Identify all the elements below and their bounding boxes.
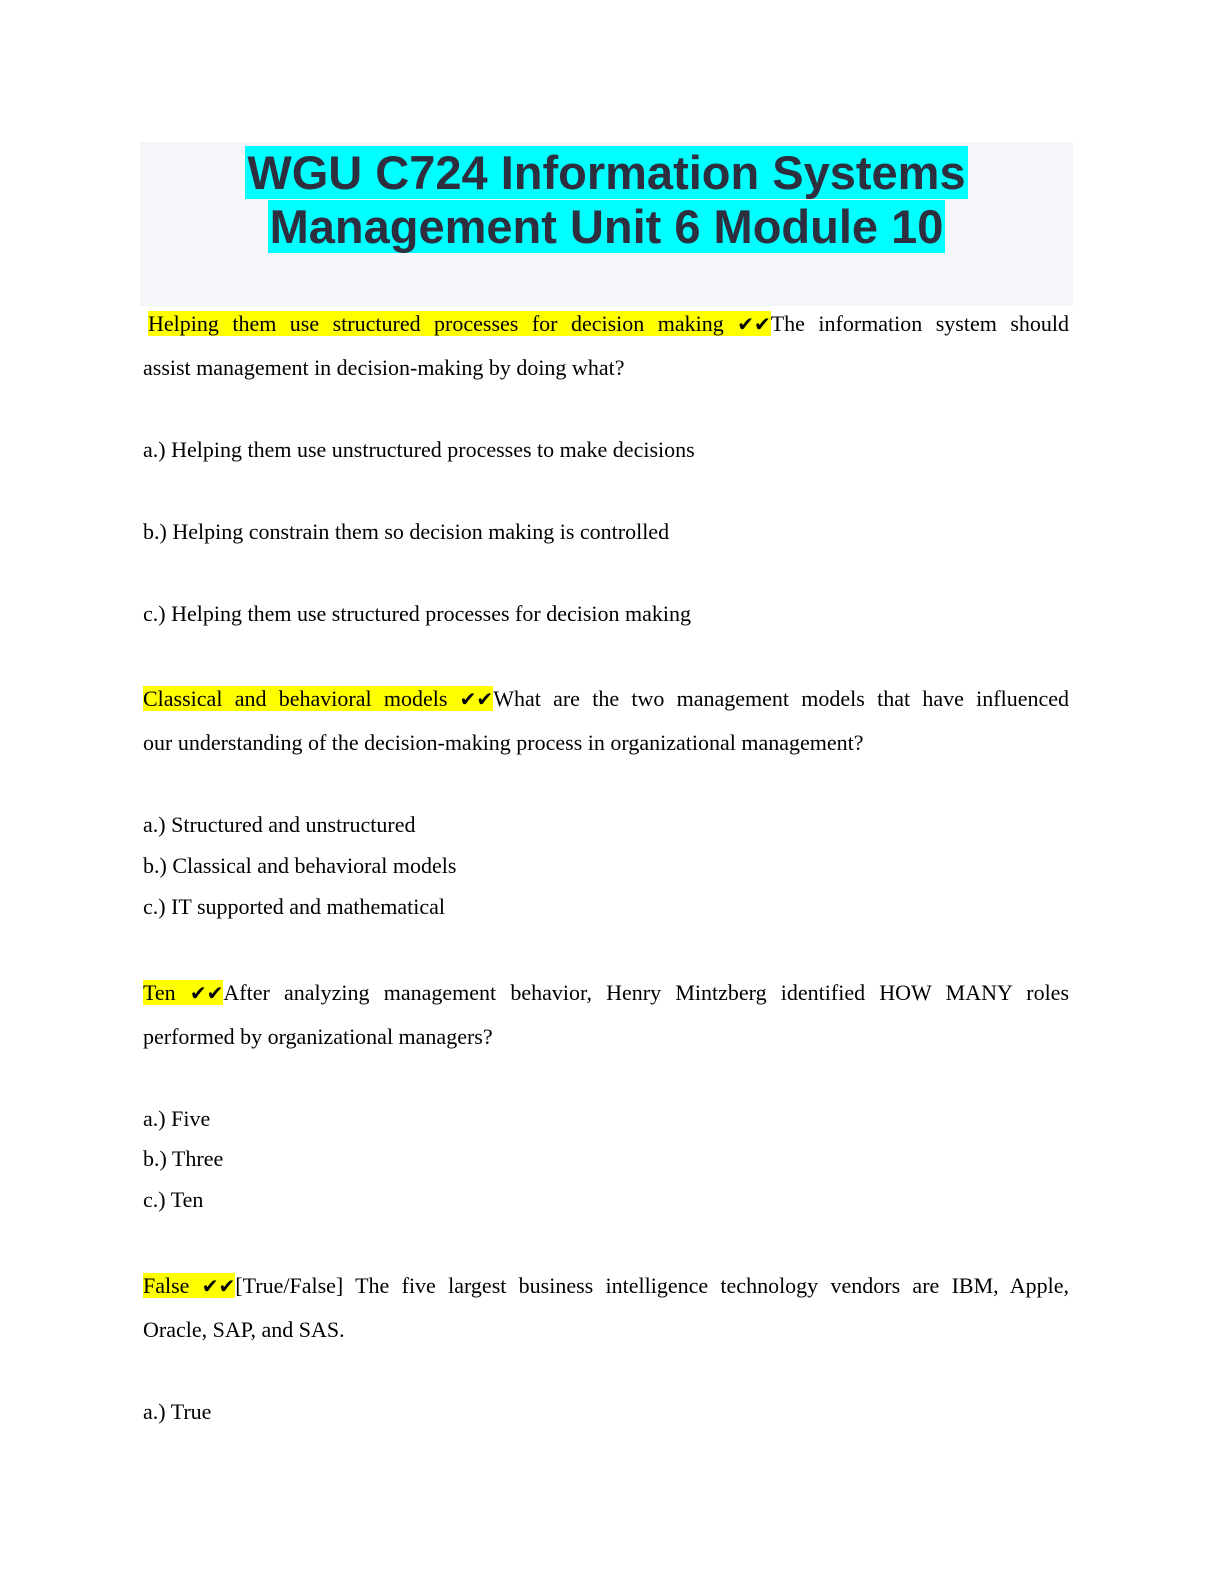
page-title-line-2: Management Unit 6 Module 10 [267, 200, 946, 253]
option: c.) IT supported and mathematical [143, 894, 445, 919]
option: a.) Five [143, 1106, 211, 1131]
option: c.) Ten [143, 1187, 204, 1212]
answer-highlight: Ten ✔✔ [143, 980, 224, 1005]
answer-highlight: False ✔✔ [143, 1273, 236, 1298]
answer-highlight: Helping them use structured processes fo… [148, 311, 771, 336]
question-4: False ✔✔[True/False] The five largest bu… [143, 1273, 1069, 1298]
option: a.) Helping them use unstructured proces… [143, 437, 695, 462]
check-icon: ✔✔ [737, 312, 771, 336]
question-3: Ten ✔✔After analyzing management behavio… [143, 980, 1070, 1005]
question-4-cont: Oracle, SAP, and SAS. [143, 1317, 345, 1342]
check-icon: ✔✔ [201, 1274, 236, 1298]
option: c.) Helping them use structured processe… [143, 601, 692, 626]
option: a.) Structured and unstructured [143, 812, 416, 837]
question-3-cont: performed by organizational managers? [143, 1024, 493, 1049]
question-1-cont: assist management in decision-making by … [143, 355, 625, 380]
answer-highlight: Classical and behavioral models ✔✔ [143, 686, 494, 711]
option: a.) True [143, 1399, 212, 1424]
option: b.) Classical and behavioral models [143, 853, 457, 878]
title-banner: WGU C724 Information Systems Management … [140, 142, 1073, 306]
option: b.) Helping constrain them so decision m… [143, 519, 670, 544]
question-2: Classical and behavioral models ✔✔What a… [143, 686, 1070, 711]
question-1: Helping them use structured processes fo… [148, 311, 1070, 336]
page-title-line-1: WGU C724 Information Systems [245, 146, 968, 199]
check-icon: ✔✔ [189, 981, 224, 1005]
check-icon: ✔✔ [459, 687, 494, 711]
question-2-cont: our understanding of the decision-making… [143, 730, 864, 755]
option: b.) Three [143, 1146, 224, 1171]
